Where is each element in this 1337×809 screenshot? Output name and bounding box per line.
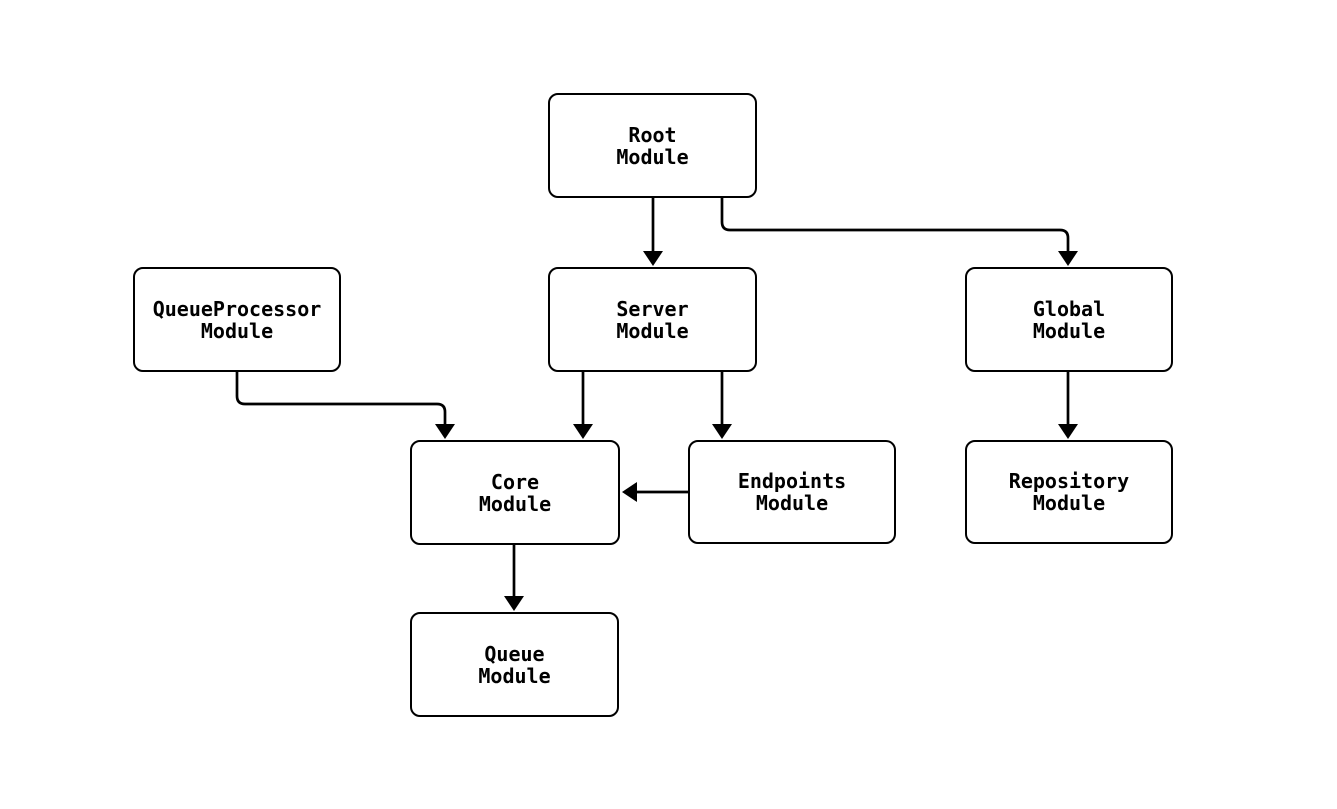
node-label: Repository	[1008, 469, 1130, 493]
node-endpoints-module: Endpoints Module	[688, 440, 896, 544]
node-label: QueueProcessor	[152, 296, 322, 321]
node-label: Module	[1032, 491, 1106, 515]
node-label: Module	[478, 491, 552, 516]
node-label: Queue	[484, 641, 545, 666]
node-label: Endpoints	[737, 469, 847, 493]
node-label: Module	[478, 663, 551, 688]
node-root-module: Root Module	[548, 93, 757, 198]
node-label: Module	[1032, 318, 1106, 343]
node-label: Module	[616, 144, 689, 169]
node-server-module: Server Module	[548, 267, 757, 372]
node-queueprocessor-module: QueueProcessor Module	[133, 267, 341, 372]
node-label: Global	[1032, 296, 1106, 321]
node-global-module: Global Module	[965, 267, 1173, 372]
node-queue-module: Queue Module	[410, 612, 619, 717]
node-label: Module	[616, 318, 689, 343]
node-label: Core	[490, 469, 540, 494]
node-label: Server	[616, 296, 689, 321]
node-repository-module: Repository Module	[965, 440, 1173, 544]
node-core-module: Core Module	[410, 440, 620, 545]
edge-queueprocessor-to-core	[235, 372, 455, 439]
edge-root-to-global	[720, 198, 1078, 266]
node-label: Module	[755, 491, 829, 515]
node-label: Module	[200, 318, 274, 343]
node-label: Root	[628, 122, 677, 147]
